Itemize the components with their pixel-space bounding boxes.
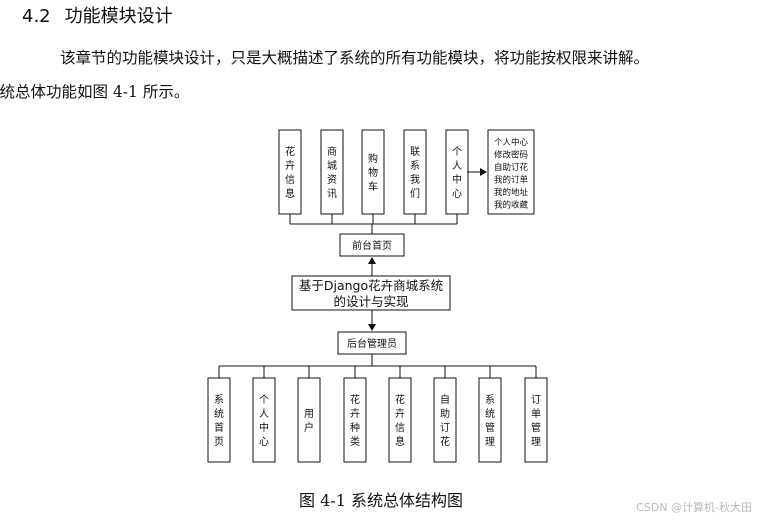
- personal-center-item: 我的订单: [494, 175, 529, 186]
- front-module-label-char: 信: [285, 174, 295, 186]
- front-module-label-char: 心: [452, 188, 462, 200]
- front-module-label-char: 物: [368, 166, 378, 179]
- back-module-label-char: 单: [531, 408, 541, 420]
- back-module-label-char: 理: [485, 436, 495, 448]
- back-module-label-char: 种: [350, 421, 360, 434]
- back-module-label-char: 中: [259, 421, 269, 434]
- system-title-line-1: 基于Django花卉商城系统: [299, 278, 443, 293]
- paragraph-line-1: 该章节的功能模块设计，只是大概描述了系统的所有功能模块，将功能按权限来讲解。: [60, 49, 650, 67]
- back-module-label-char: 系: [485, 394, 495, 406]
- back-module-label-char: 花: [395, 393, 405, 406]
- back-module-box: [297, 377, 321, 463]
- back-module-box: [478, 377, 502, 463]
- front-module-label-char: 城: [327, 160, 337, 172]
- personal-center-item: 我的地址: [494, 187, 529, 198]
- section-title: 功能模块设计: [64, 6, 173, 27]
- paragraph-line-2: 系统总体功能如图 4-1 所示。: [0, 83, 190, 101]
- front-module-label-char: 我: [410, 174, 420, 186]
- body-paragraph: 该章节的功能模块设计，只是大概描述了系统的所有功能模块，将功能按权限来讲解。 系…: [0, 41, 742, 109]
- front-module-box: [320, 129, 344, 215]
- front-module-label-char: 购: [368, 152, 378, 165]
- front-module-label-char: 系: [410, 160, 420, 172]
- back-module-label-char: 管: [485, 421, 495, 434]
- system-title-box: [291, 275, 451, 311]
- personal-center-detail-box: [487, 129, 535, 215]
- front-module-label-char: 们: [410, 187, 420, 200]
- back-module-label-char: 花: [350, 393, 360, 406]
- front-module-label-char: 个: [452, 146, 462, 158]
- back-module-label-char: 管: [531, 421, 541, 434]
- front-module-label-char: 车: [368, 180, 378, 193]
- back-module-label-char: 卉: [395, 407, 405, 420]
- back-module-label-char: 卉: [350, 407, 360, 420]
- front-module-label-char: 息: [285, 187, 295, 200]
- personal-center-item: 自助订花: [494, 162, 529, 173]
- personal-center-item: 我的收藏: [494, 200, 529, 211]
- front-module-label-char: 花: [285, 145, 295, 158]
- front-module-box: [278, 129, 302, 215]
- front-home-label: 前台首页: [352, 239, 392, 252]
- back-module-label-char: 花: [440, 435, 450, 448]
- front-module-label-char: 联: [410, 146, 420, 158]
- back-module-label-char: 自: [440, 393, 450, 406]
- back-module-label-char: 统: [214, 407, 224, 420]
- back-admin-label: 后台管理员: [347, 337, 397, 350]
- personal-center-item: 修改密码: [494, 150, 528, 161]
- back-module-label-char: 系: [214, 394, 224, 406]
- system-title-line-2: 的设计与实现: [333, 294, 408, 309]
- back-module-label-char: 订: [440, 422, 450, 434]
- back-module-label-char: 首: [214, 421, 224, 434]
- front-module-label-char: 卉: [285, 159, 295, 172]
- front-module-label-char: 资: [327, 174, 337, 186]
- front-module-box: [403, 129, 427, 215]
- back-module-box: [343, 377, 367, 463]
- back-module-box: [433, 377, 457, 463]
- front-home-box: [339, 233, 405, 257]
- back-module-label-char: 心: [259, 436, 269, 448]
- back-module-box: [388, 377, 412, 463]
- figure-caption: 图 4-1 系统总体结构图: [299, 491, 463, 510]
- back-module-label-char: 页: [214, 436, 224, 448]
- back-module-label-char: 类: [350, 435, 360, 448]
- front-module-box: [445, 129, 469, 215]
- back-module-label-char: 订: [531, 394, 541, 406]
- front-module-label-char: 中: [452, 173, 462, 186]
- front-module-label-char: 讯: [327, 188, 337, 200]
- back-module-label-char: 信: [395, 422, 405, 434]
- back-module-box: [252, 377, 276, 463]
- watermark: CSDN @计算机-秋大田: [636, 501, 752, 514]
- back-module-label-char: 户: [304, 421, 314, 434]
- back-module-label-char: 个: [259, 394, 269, 406]
- back-module-label-char: 人: [259, 408, 269, 420]
- section-number: 4.2: [22, 6, 51, 27]
- back-module-label-char: 息: [395, 435, 405, 448]
- back-module-label-char: 用: [304, 409, 314, 420]
- front-module-label-char: 人: [452, 160, 462, 172]
- back-module-box: [207, 377, 231, 463]
- back-module-label-char: 理: [531, 436, 541, 448]
- front-module-label-char: 商: [327, 145, 337, 158]
- personal-center-item: 个人中心: [494, 137, 529, 148]
- back-module-box: [524, 377, 548, 463]
- back-module-label-char: 统: [485, 407, 495, 420]
- back-module-label-char: 助: [440, 407, 450, 420]
- section-heading: 4.2 功能模块设计: [22, 4, 173, 30]
